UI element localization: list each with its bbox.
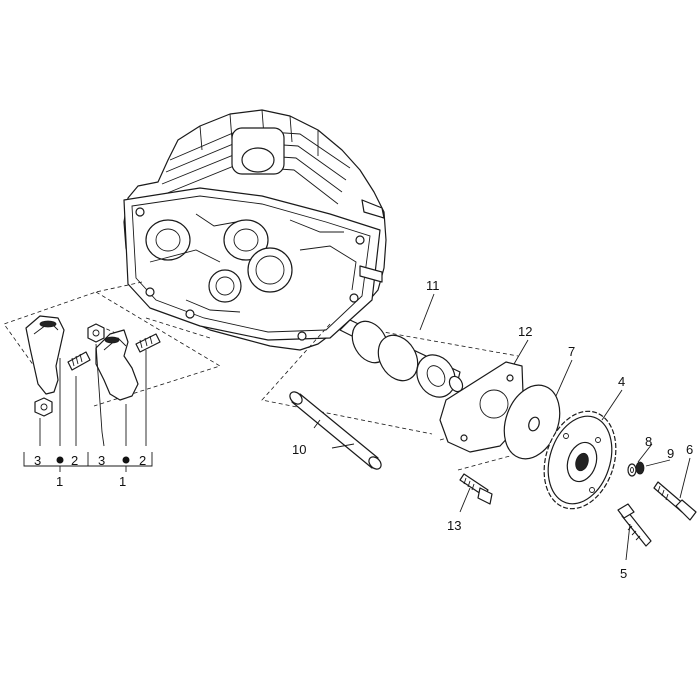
callout-5: 5 xyxy=(620,566,627,581)
leader-lines xyxy=(23,293,691,561)
washer xyxy=(503,384,561,460)
callout-4: 4 xyxy=(618,374,625,389)
callout-3-left: 3 xyxy=(34,453,41,468)
callout-11: 11 xyxy=(426,278,440,293)
gasket-plate xyxy=(439,361,525,453)
callout-dot-left xyxy=(56,456,64,464)
adjuster-screw-left xyxy=(67,351,91,371)
bolt-6 xyxy=(653,481,697,521)
callout-7: 7 xyxy=(568,344,575,359)
small-washer xyxy=(627,463,637,477)
rocker-arm-left xyxy=(25,315,65,395)
callout-dot-right xyxy=(122,456,130,464)
rocker-shaft xyxy=(289,391,382,470)
callout-9: 9 xyxy=(667,446,674,461)
callout-13: 13 xyxy=(447,518,461,533)
bolt-5 xyxy=(617,503,652,547)
callout-12: 12 xyxy=(518,324,532,339)
callout-3-right: 3 xyxy=(98,453,105,468)
nut-left xyxy=(34,397,53,417)
cylinder-head xyxy=(123,109,387,351)
rocker-arm-right xyxy=(95,329,139,401)
bolt-13 xyxy=(459,473,493,505)
adjuster-screw-right xyxy=(135,333,161,353)
camshaft xyxy=(339,319,464,398)
spring-washer xyxy=(635,461,645,475)
callout-2-left: 2 xyxy=(71,453,78,468)
callout-2-right: 2 xyxy=(139,453,146,468)
callout-8: 8 xyxy=(645,434,652,449)
callout-6: 6 xyxy=(686,442,693,457)
callout-1-left: 1 xyxy=(56,474,63,489)
timing-sprocket xyxy=(543,410,617,510)
nut-right xyxy=(87,323,105,343)
callout-10: 10 xyxy=(292,442,306,457)
callout-1-right: 1 xyxy=(119,474,126,489)
